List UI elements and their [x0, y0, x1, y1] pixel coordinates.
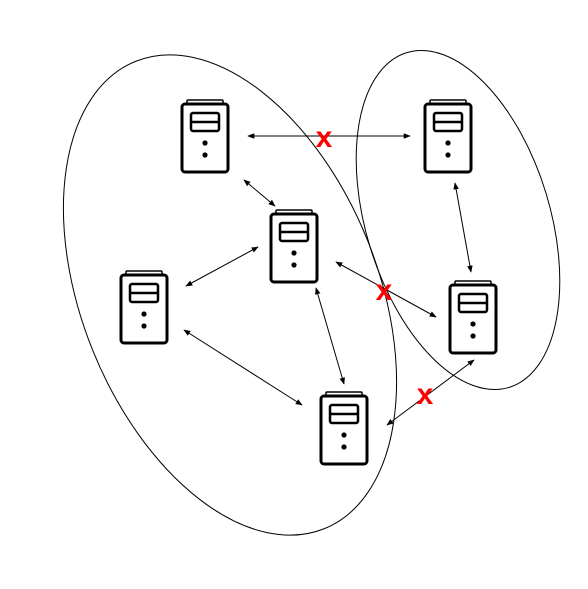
link-server-1-server-3 — [243, 179, 276, 207]
server-1-icon[interactable] — [180, 98, 230, 174]
server-4-icon[interactable] — [119, 269, 169, 345]
partition-ellipse-a — [62, 54, 398, 536]
broken-link-mark: x — [316, 121, 333, 154]
server-2-icon[interactable] — [423, 98, 473, 174]
server-6-icon[interactable] — [448, 279, 498, 355]
server-5-icon[interactable] — [319, 390, 369, 466]
broken-link-mark: x — [376, 274, 393, 307]
link-server-3-server-6 — [335, 261, 437, 318]
link-server-3-server-4 — [185, 246, 259, 287]
link-server-4-server-5 — [183, 329, 303, 406]
partition-ellipse-b — [355, 49, 561, 391]
broken-link-mark: x — [417, 378, 434, 411]
link-server-5-server-6 — [386, 359, 475, 426]
link-server-3-server-5 — [315, 287, 345, 385]
link-server-2-server-6 — [453, 182, 473, 273]
server-3-icon[interactable] — [269, 208, 319, 284]
